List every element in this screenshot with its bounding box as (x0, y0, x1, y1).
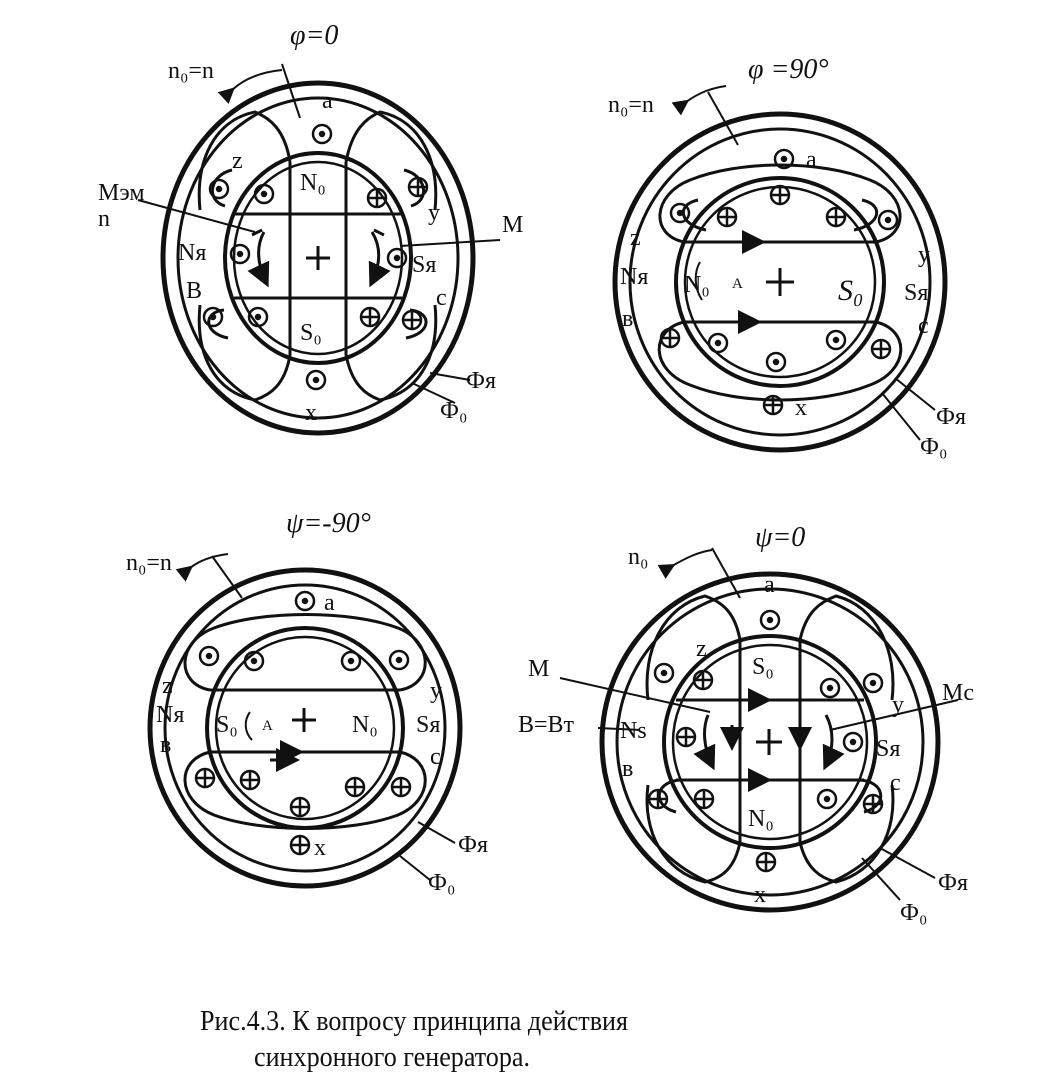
panel-3-phase-a: a (324, 590, 335, 616)
panel-4-phase-y: y (892, 692, 904, 718)
panel-3-armature-pole-right: Sя (416, 712, 440, 738)
panel-4-armature-pole-right: Sя (876, 736, 900, 762)
panel-2-rotor-pole-right: S₀ (838, 274, 863, 307)
panel-1-torque-label-left: Mэм (98, 180, 145, 206)
panel-3-flux-armature: Фя (458, 832, 488, 858)
caption-line-2: синхронного генератора. (254, 1041, 531, 1073)
panel-1-phase-y: y (428, 200, 440, 226)
panel-1-armature-pole-left: Nя (178, 240, 206, 266)
panel-3-rotor-pole-left: S₀ (216, 712, 238, 738)
panel-1: φ=0 n₀=n a x y z B c N₀ S₀ Nя Sя Mэм n M… (98, 20, 523, 436)
panel-4-flux-field: Ф₀ (900, 900, 927, 926)
panel-4-phase-c: c (890, 770, 901, 796)
panel-2-armature-pole-right: Sя (904, 280, 928, 306)
panel-3-speed-label: n₀=n (126, 550, 172, 576)
panel-1-angle-label: φ=0 (290, 20, 338, 51)
panel-4-speed-label: n₀ (628, 544, 648, 570)
rotor-band (210, 688, 400, 772)
panel-4-phase-z: z (696, 636, 707, 662)
panel-4-angle-label: ψ=0 (755, 522, 805, 553)
conductor-dots (198, 590, 410, 672)
panel-1-phase-b: B (186, 278, 202, 304)
flux-paths (645, 594, 895, 884)
conductor-crosses (359, 176, 429, 331)
conductor-dots (202, 123, 408, 391)
conductor-dots (669, 148, 899, 373)
panel-4: ψ=0 n₀ a x y z в c S₀ N₀ Ns Sя M Mc B=Bт… (518, 522, 974, 926)
stator-rings (160, 80, 476, 436)
stator-rings (599, 571, 941, 913)
leader-lines (175, 553, 456, 881)
panel-1-torque-label-right: M (502, 212, 523, 238)
panel-2-speed-label: n₀=n (608, 92, 654, 118)
panel-1-rotor-pole-top: N₀ (300, 170, 326, 196)
leader-lines (559, 547, 959, 901)
caption-line-1: Рис.4.3. К вопросу принципа действия (200, 1005, 629, 1037)
panel-3-angle-label: ψ=-90° (286, 508, 371, 539)
panel-1-torque-sub-left: n (98, 206, 110, 232)
leader-lines (671, 85, 936, 441)
panel-1-phase-c: c (436, 285, 447, 311)
panel-4-torque-label-left: M (528, 656, 549, 682)
panel-3-flux-field: Ф₀ (428, 870, 455, 896)
panel-2-phase-z: z (630, 225, 641, 251)
panel-3-phase-b: в (160, 732, 171, 758)
panel-4-armature-pole-left: Ns (620, 718, 647, 744)
panel-3: ψ=-90° n₀=n a x y z в c S₀ N₀ A Nя Sя Фя… (126, 508, 488, 896)
figure-caption: Рис.4.3. К вопросу принципа действия син… (200, 1003, 830, 1075)
panel-2-angle-label: φ =90° (748, 54, 829, 85)
panel-2-phase-x: x (795, 395, 807, 421)
conductor-crosses (647, 669, 884, 873)
panel-3-rotor-pole-right: N₀ (352, 712, 378, 738)
torque-arrows (247, 228, 391, 288)
panel-2-phase-c: c (918, 313, 929, 339)
conductor-dots (653, 609, 884, 810)
panel-2-armature-pole-left: Nя (620, 264, 648, 290)
panel-2-rotor-marker: A (732, 276, 743, 292)
panel-3-rotor-marker: A (262, 718, 273, 734)
panel-4-field-label: B=Bт (518, 712, 575, 738)
rotor-band (684, 230, 876, 334)
panel-1-armature-pole-right: Sя (412, 252, 436, 278)
panel-3-phase-c: c (430, 744, 441, 770)
torque-arrows (693, 714, 845, 771)
panel-3-phase-x: x (314, 835, 326, 861)
panel-1-flux-armature: Фя (466, 368, 496, 394)
panel-4-rotor-pole-top: S₀ (752, 654, 774, 680)
panel-4-phase-b: в (622, 756, 633, 782)
conductor-crosses (659, 184, 892, 416)
panel-1-rotor-pole-bottom: S₀ (300, 320, 322, 346)
panel-1-phase-a: a (322, 88, 333, 114)
panel-1-speed-label: n₀=n (168, 58, 214, 84)
panel-3-phase-y: y (430, 678, 442, 704)
panel-2-phase-b: в (622, 306, 633, 332)
panel-1-flux-field: Ф₀ (440, 398, 467, 424)
panel-2-phase-a: a (806, 147, 817, 173)
rotor-cross (234, 162, 402, 355)
panel-4-phase-a: a (764, 572, 775, 598)
panel-1-phase-x: x (305, 400, 317, 426)
stator-rings (612, 111, 948, 453)
panel-3-phase-z: z (162, 673, 173, 699)
panel-3-armature-pole-left: Nя (156, 702, 184, 728)
panel-2-phase-y: y (918, 242, 930, 268)
panel-2-flux-armature: Фя (936, 404, 966, 430)
panel-4-rotor-pole-bottom: N₀ (748, 806, 774, 832)
panel-1-phase-z: z (232, 148, 243, 174)
panel-2-rotor-pole-left: N₀ (684, 272, 710, 298)
panel-4-torque-label-right: Mc (942, 680, 974, 706)
panel-4-flux-armature: Фя (938, 870, 968, 896)
panel-2-flux-field: Ф₀ (920, 434, 947, 460)
conductor-crosses (194, 767, 412, 856)
leader-lines (137, 63, 501, 404)
panel-4-phase-x: x (754, 882, 766, 908)
flux-paths (183, 613, 427, 830)
panel-2: φ =90° n₀=n a x y z в c N₀ S₀ A Nя Sя Фя… (608, 54, 966, 460)
rotor-cross (676, 640, 864, 842)
